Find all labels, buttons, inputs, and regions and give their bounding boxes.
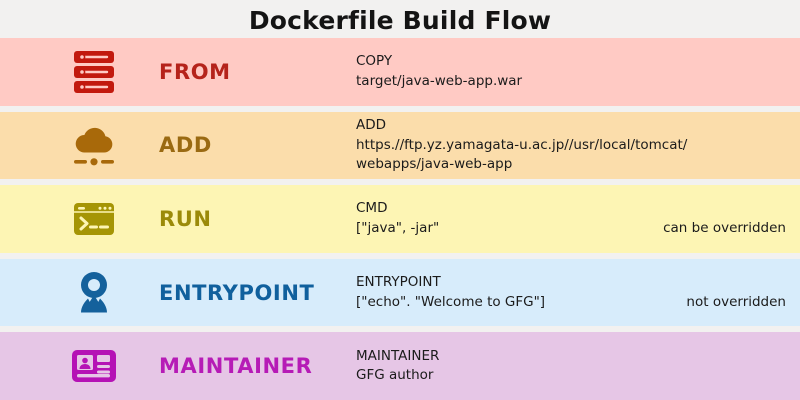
terminal-console-icon	[62, 191, 126, 247]
id-card-icon	[62, 338, 126, 394]
detail-line: webapps/java-web-app	[356, 156, 513, 173]
detail-maintainer: MAINTAINER GFG author	[356, 347, 800, 386]
keyword-add: ADD	[159, 133, 212, 158]
detail-line: COPY	[356, 53, 393, 70]
detail-from: COPY target/java-web-app.war	[356, 52, 800, 91]
header: Dockerfile Build Flow	[0, 0, 800, 38]
page-title: Dockerfile Build Flow	[248, 5, 552, 35]
detail-line: ENTRYPOINT	[356, 274, 441, 291]
keyword-run: RUN	[159, 206, 212, 231]
detail-line: ADD	[356, 117, 387, 134]
row-from[interactable]: FROM COPY target/java-web-app.war	[0, 38, 800, 106]
detail-line: ["java", -jar"	[356, 219, 440, 236]
detail-entrypoint: ENTRYPOINT ["echo". "Welcome to GFG"] no…	[356, 273, 800, 312]
cloud-network-icon	[62, 117, 126, 173]
keyword-entrypoint: ENTRYPOINT	[159, 280, 315, 305]
detail-line: target/java-web-app.war	[356, 72, 523, 89]
keyword-maintainer: MAINTAINER	[159, 354, 313, 379]
detail-line: CMD	[356, 200, 388, 217]
note-entrypoint: not overridden	[686, 293, 786, 310]
instruction-rows: FROM COPY target/java-web-app.war ADD	[0, 38, 800, 400]
detail-add: ADD https.//ftp.yz.yamagata-u.ac.jp//usr…	[356, 116, 800, 175]
detail-run: CMD ["java", -jar" can be overridden	[356, 199, 800, 238]
detail-line: https.//ftp.yz.yamagata-u.ac.jp//usr/loc…	[356, 136, 688, 153]
detail-line: GFG author	[356, 367, 434, 384]
detail-line: ["echo". "Welcome to GFG"]	[356, 293, 546, 310]
server-stack-icon	[62, 44, 126, 100]
row-entrypoint[interactable]: ENTRYPOINT ENTRYPOINT ["echo". "Welcome …	[0, 258, 800, 327]
location-pin-icon	[62, 265, 126, 321]
keyword-from: FROM	[159, 59, 231, 84]
note-run: can be overridden	[663, 219, 786, 236]
row-maintainer[interactable]: MAINTAINER MAINTAINER GFG author	[0, 332, 800, 400]
row-add[interactable]: ADD ADD https.//ftp.yz.yamagata-u.ac.jp/…	[0, 111, 800, 180]
detail-line: MAINTAINER	[356, 347, 440, 364]
row-run[interactable]: RUN CMD ["java", -jar" can be overridden	[0, 185, 800, 253]
